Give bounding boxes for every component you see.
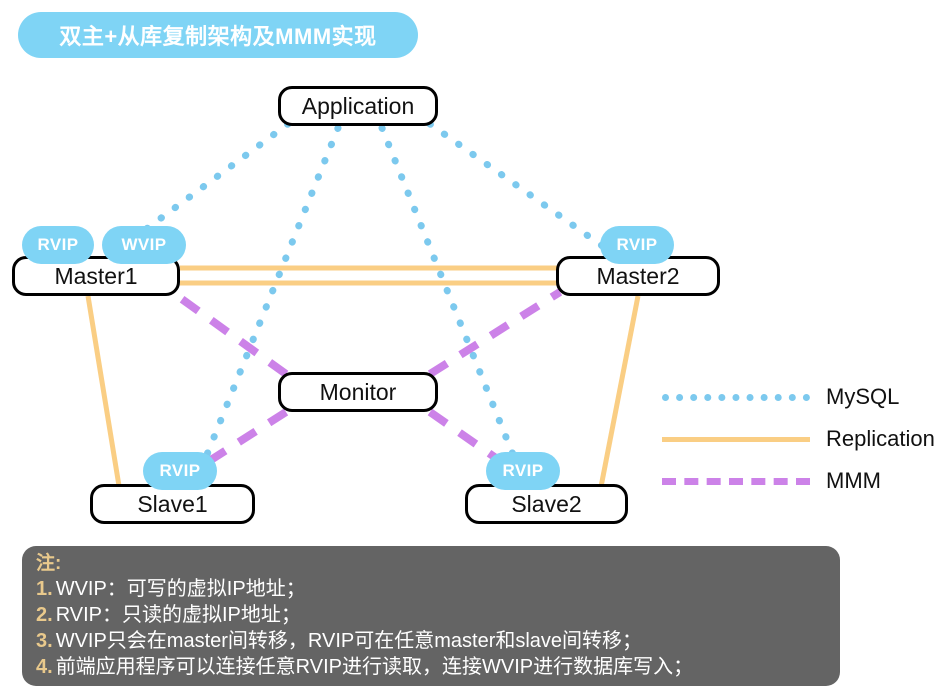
note-item-2: 2. RVIP：只读的虚拟IP地址；: [36, 602, 840, 628]
badge-slave1-rvip-label: RVIP: [159, 461, 201, 480]
node-slave2-label: Slave2: [511, 490, 582, 517]
node-application-label: Application: [301, 92, 415, 119]
note-item-2-text: RVIP：只读的虚拟IP地址；: [55, 604, 301, 626]
note-panel: 注: 1. WVIP：可写的虚拟IP地址； 2. RVIP：只读的虚拟IP地址；…: [22, 546, 840, 686]
note-heading: 注:: [36, 553, 62, 574]
note-item-1: 1. WVIP：可写的虚拟IP地址；: [36, 576, 840, 602]
node-monitor[interactable]: Monitor: [278, 372, 438, 412]
legend-swatch-mysql-icon: [662, 393, 810, 401]
note-item-3-number: 3.: [36, 630, 53, 652]
node-monitor-label: Monitor: [319, 378, 397, 405]
edge-master2-slave2: [597, 295, 641, 493]
legend-label-replication: Replication: [826, 426, 935, 451]
note-item-2-number: 2.: [36, 604, 53, 626]
note-item-4-number: 4.: [36, 656, 53, 678]
node-slave1-label: Slave1: [137, 490, 208, 517]
badge-master2-rvip[interactable]: RVIP: [600, 226, 674, 264]
edge-monitor-slave1: [145, 408, 289, 504]
title-banner: 双主+从库复制架构及MMM实现: [18, 12, 418, 58]
badge-slave1-rvip[interactable]: RVIP: [143, 452, 217, 490]
legend-row-replication: Replication: [662, 418, 952, 460]
legend-label-mmm: MMM: [826, 468, 881, 493]
legend-row-mysql: MySQL: [662, 376, 952, 418]
note-item-1-number: 1.: [36, 578, 53, 600]
legend-swatch-mmm-icon: [662, 477, 810, 485]
legend-swatch-replication-icon: [662, 436, 810, 442]
node-slave2[interactable]: Slave2: [465, 484, 628, 524]
edge-application-slave2: [378, 124, 528, 486]
node-slave1[interactable]: Slave1: [90, 484, 255, 524]
badge-master1-rvip[interactable]: RVIP: [22, 226, 94, 264]
note-item-4-text: 前端应用程序可以连接任意RVIP进行读取，连接WVIP进行数据库写入；: [55, 656, 694, 678]
badge-master2-rvip-label: RVIP: [616, 235, 658, 254]
note-item-3-text: WVIP只会在master间转移，RVIP可在任意master和slave间转移…: [55, 630, 643, 652]
edge-application-master2: [426, 120, 612, 254]
badge-slave2-rvip-label: RVIP: [502, 461, 544, 480]
edge-application-slave1: [192, 124, 342, 486]
note-item-4: 4. 前端应用程序可以连接任意RVIP进行读取，连接WVIP进行数据库写入；: [36, 654, 840, 680]
legend-label-mysql: MySQL: [826, 384, 900, 409]
note-item-1-text: WVIP：可写的虚拟IP地址；: [55, 578, 306, 600]
note-item-3: 3. WVIP只会在master间转移，RVIP可在任意master和slave…: [36, 628, 840, 654]
badge-slave2-rvip[interactable]: RVIP: [486, 452, 560, 490]
node-application[interactable]: Application: [278, 86, 438, 126]
edge-monitor-master2: [427, 288, 563, 378]
badge-master1-wvip[interactable]: WVIP: [102, 226, 186, 264]
node-master2-label: Master2: [596, 262, 680, 289]
node-master1-label: Master1: [54, 262, 138, 289]
replication-edges: [85, 265, 641, 493]
legend: MySQL Replication MMM: [662, 376, 952, 502]
legend-row-mmm: MMM: [662, 460, 952, 502]
badge-master1-rvip-label: RVIP: [37, 235, 79, 254]
edge-master1-slave1: [85, 295, 123, 493]
title-text: 双主+从库复制架构及MMM实现: [59, 24, 377, 49]
edge-monitor-master1: [169, 288, 289, 378]
badge-master1-wvip-label: WVIP: [121, 235, 167, 254]
